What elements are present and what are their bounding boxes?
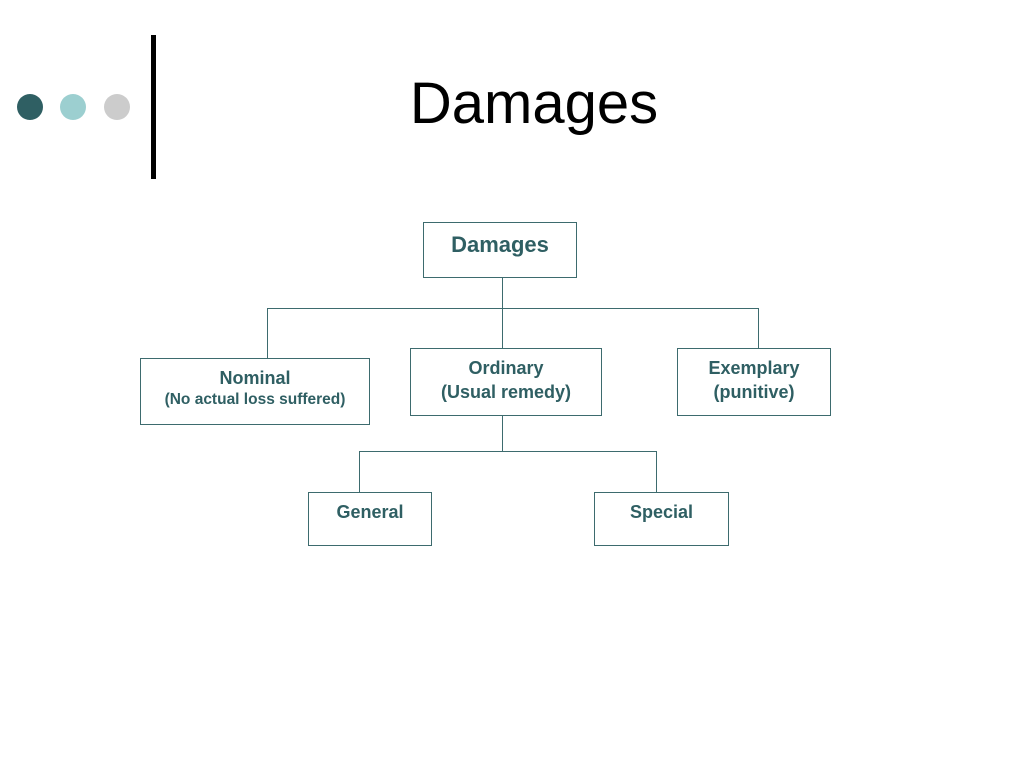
node-damages: Damages (423, 222, 577, 278)
node-exemplary: Exemplary (punitive) (677, 348, 831, 416)
node-ordinary-sublabel: (Usual remedy) (440, 382, 572, 402)
bullet-dot-dark (17, 94, 43, 120)
node-general: General (308, 492, 432, 546)
node-nominal-label: Nominal (219, 368, 291, 388)
node-damages-label: Damages (451, 232, 549, 257)
node-ordinary-label: Ordinary (468, 358, 544, 378)
title-divider (151, 35, 156, 179)
page-title: Damages (409, 71, 659, 136)
node-nominal-sublabel: (No actual loss suffered) (164, 391, 346, 408)
node-exemplary-sublabel: (punitive) (713, 382, 795, 402)
node-general-label: General (336, 502, 404, 522)
node-special-label: Special (629, 502, 694, 522)
node-nominal: Nominal (No actual loss suffered) (140, 358, 370, 425)
node-exemplary-label: Exemplary (708, 358, 800, 378)
node-special: Special (594, 492, 729, 546)
node-ordinary: Ordinary (Usual remedy) (410, 348, 602, 416)
bullet-dot-grey (104, 94, 130, 120)
bullet-dot-light (60, 94, 86, 120)
